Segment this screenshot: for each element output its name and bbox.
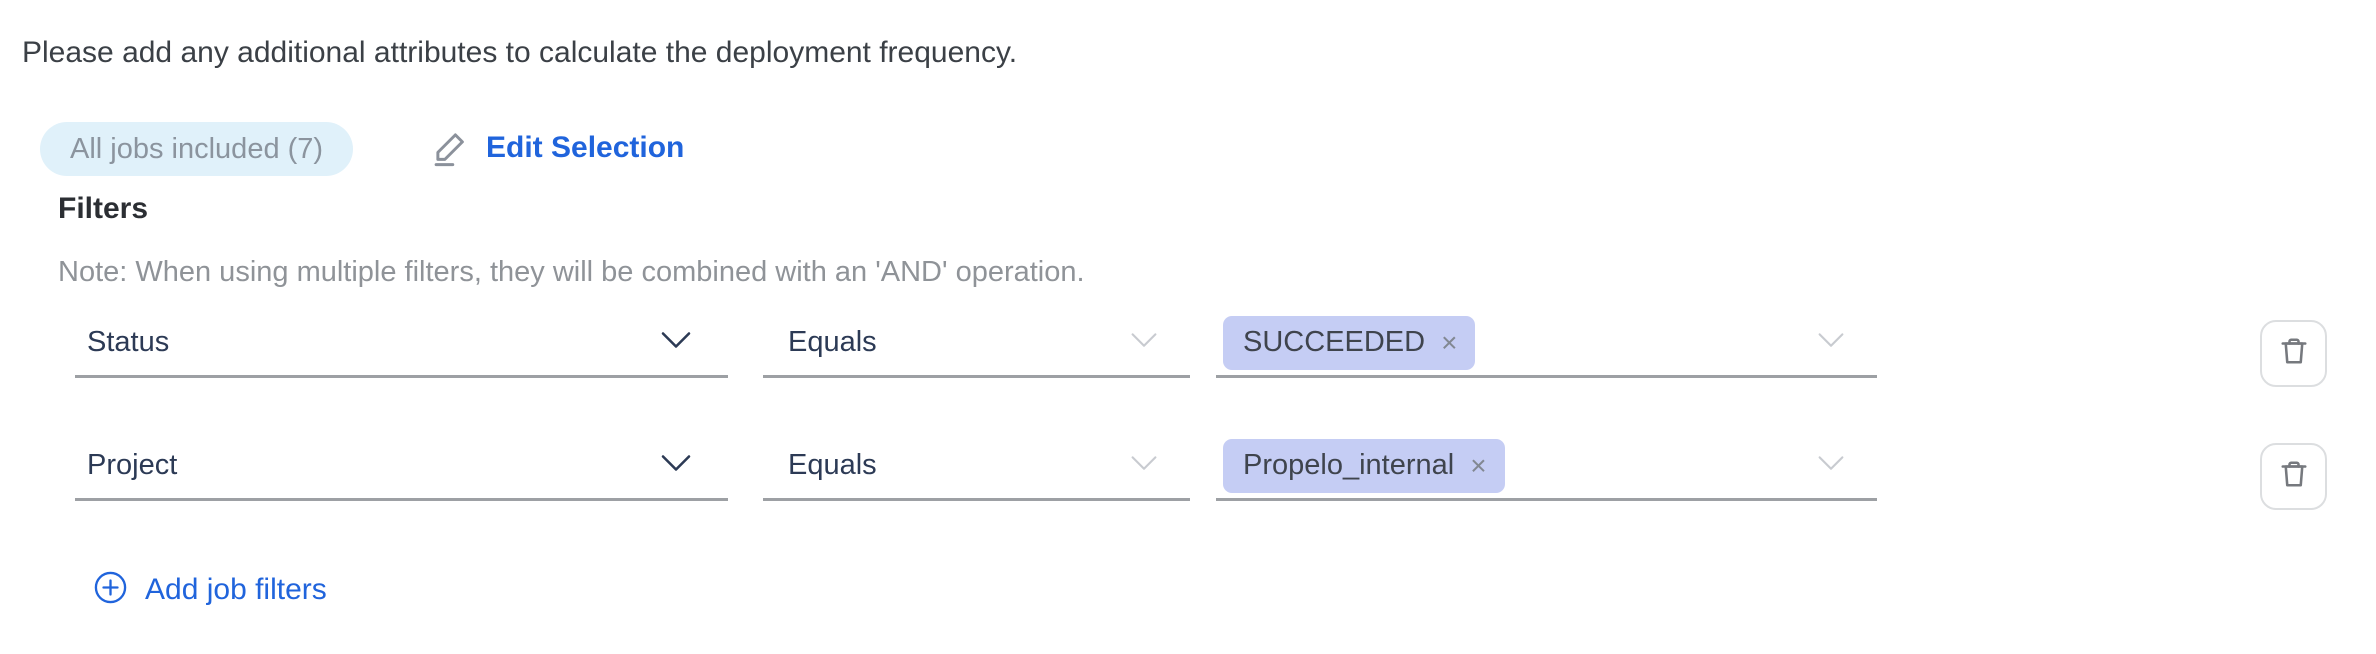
value-tag-label: SUCCEEDED: [1243, 326, 1426, 358]
operator-select-value: Equals: [788, 449, 877, 481]
edit-selection-button[interactable]: Edit Selection: [430, 120, 684, 176]
chevron-down-icon: [1817, 331, 1845, 354]
jobs-included-badge: All jobs included (7): [40, 122, 354, 176]
intro-text: Please add any additional attributes to …: [22, 36, 1018, 69]
remove-tag-button[interactable]: ×: [1441, 326, 1458, 358]
operator-select[interactable]: Equals: [763, 310, 1190, 378]
pencil-icon: [430, 127, 472, 169]
operator-select-value: Equals: [788, 326, 877, 358]
value-tag: Propelo_internal ×: [1223, 438, 1505, 493]
add-job-filters-button[interactable]: Add job filters: [93, 568, 327, 612]
chevron-down-icon: [660, 330, 692, 355]
trash-icon: [2276, 456, 2312, 497]
value-tag-label: Propelo_internal: [1243, 449, 1455, 481]
attribute-select[interactable]: Project: [75, 433, 728, 501]
remove-tag-button[interactable]: ×: [1470, 449, 1487, 481]
plus-circle-icon: [93, 570, 128, 610]
chevron-down-icon: [660, 453, 692, 478]
value-tag: SUCCEEDED ×: [1223, 315, 1476, 370]
values-select[interactable]: Propelo_internal ×: [1216, 433, 1877, 501]
filter-row: Status Equals SUCCEEDED ×: [0, 310, 2376, 387]
operator-select[interactable]: Equals: [763, 433, 1190, 501]
delete-filter-button[interactable]: [2260, 443, 2327, 510]
edit-selection-label: Edit Selection: [486, 131, 685, 164]
add-job-filters-label: Add job filters: [145, 573, 327, 606]
chevron-down-icon: [1130, 454, 1158, 477]
trash-icon: [2276, 333, 2312, 374]
attribute-select-value: Project: [87, 449, 178, 481]
filters-heading: Filters: [58, 192, 149, 225]
values-select[interactable]: SUCCEEDED ×: [1216, 310, 1877, 378]
chevron-down-icon: [1817, 454, 1845, 477]
chevron-down-icon: [1130, 331, 1158, 354]
filter-row: Project Equals Propelo_internal ×: [0, 433, 2376, 510]
delete-filter-button[interactable]: [2260, 320, 2327, 387]
attribute-select[interactable]: Status: [75, 310, 728, 378]
attribute-select-value: Status: [87, 326, 170, 358]
filters-note: Note: When using multiple filters, they …: [58, 256, 1085, 288]
